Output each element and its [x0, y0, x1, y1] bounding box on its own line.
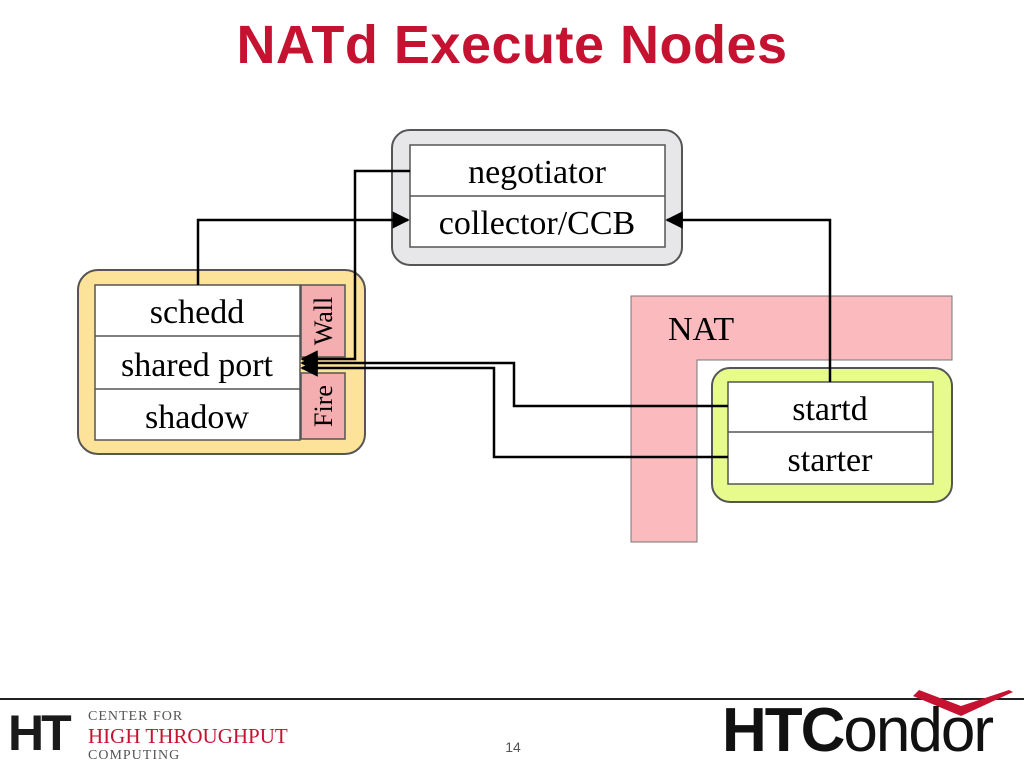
chtc-logo-line3: COMPUTING [88, 748, 181, 763]
htcondor-logo-bold: HTC [722, 696, 845, 765]
execute-node-group: startd starter [711, 367, 953, 503]
chtc-logo-mark: HT [8, 705, 72, 761]
chtc-logo: HT CENTER FOR HIGH THROUGHPUT COMPUTING [8, 705, 308, 763]
startd-box: startd [792, 391, 868, 428]
schedd-to-collector-arrow [196, 211, 410, 285]
firewall-bottom [300, 372, 346, 440]
page-number: 14 [505, 739, 521, 755]
starter-box: starter [788, 442, 874, 479]
shared-port-box: shared port [121, 347, 274, 384]
startd-to-collector-arrow [665, 211, 832, 382]
htcondor-logo: HTCondor [718, 690, 1018, 765]
slide-title: NATd Execute Nodes [236, 15, 788, 75]
natd-diagram: NAT negotiator collector/CCB schedd shar… [77, 129, 953, 543]
htcondor-logo-rest: ondor [843, 696, 994, 765]
nat-label: NAT [668, 311, 734, 348]
firewall-wall-label: Wall [309, 297, 338, 345]
startd-to-shared-port-arrow [300, 354, 728, 408]
footer-divider [0, 698, 1024, 700]
connectors [196, 169, 832, 459]
collector-ccb-box: collector/CCB [439, 205, 635, 242]
firewall-fire-label: Fire [309, 385, 338, 427]
firewall-top [300, 284, 346, 358]
schedd-box: schedd [150, 294, 244, 331]
htcondor-check-icon [913, 690, 1013, 716]
chtc-logo-line2: HIGH THROUGHPUT [88, 724, 288, 748]
starter-to-shared-port-arrow [300, 359, 728, 459]
negotiator-box: negotiator [468, 154, 607, 191]
nat-region: NAT [630, 295, 953, 543]
negotiator-to-shared-port-arrow [300, 169, 410, 368]
chtc-logo-line1: CENTER FOR [88, 709, 184, 724]
shadow-box: shadow [145, 399, 249, 436]
central-manager-group: negotiator collector/CCB [391, 129, 683, 266]
